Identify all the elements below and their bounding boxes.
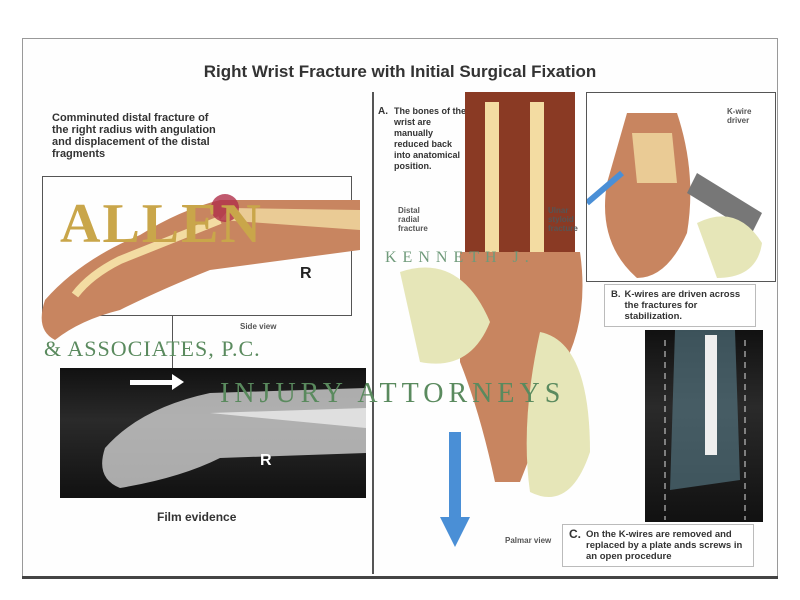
kwire-hand-illustration [585, 113, 762, 278]
step-b-callout: B. K-wires are driven across the fractur… [604, 284, 756, 327]
film-label: Film evidence [157, 510, 237, 524]
panel-divider [372, 92, 374, 574]
page-title: Right Wrist Fracture with Initial Surgic… [203, 62, 597, 81]
step-b-text: K-wires are driven across the fractures … [624, 289, 741, 322]
arrow-icon [130, 380, 174, 385]
watermark-name: KENNETH J. [385, 249, 535, 266]
step-c-callout: C. On the K-wires are removed and replac… [562, 524, 754, 567]
step-a-letter: A. [378, 106, 388, 117]
step-a-text: The bones of the wrist are manually redu… [394, 106, 466, 171]
kwire-inset: K-wire driver [585, 92, 776, 282]
ulnar-styloid-label: Ulnar styloid fracture [548, 206, 578, 233]
watermark-brand: ALLEN [60, 193, 263, 255]
step-c-letter: C. [569, 527, 581, 541]
xray-marker: R [260, 452, 272, 469]
side-view-label: Side view [240, 322, 277, 331]
side-marker: R [300, 265, 312, 282]
watermark-associates: & ASSOCIATES, P.C. [44, 336, 261, 361]
bottom-border [22, 576, 778, 579]
watermark-tagline: INJURY ATTORNEYS [220, 378, 566, 409]
arm-side-view-illustration [41, 194, 361, 340]
plate-screws-xray-image [664, 330, 746, 520]
palmar-hand-illustration [400, 92, 590, 547]
distal-radial-label: Distal radial fracture [398, 206, 428, 233]
palmar-view-label: Palmar view [505, 536, 552, 545]
kwire-driver-label: K-wire driver [727, 107, 752, 125]
postop-xray [645, 330, 763, 522]
step-b-letter: B. [611, 289, 621, 300]
arrow-head-icon [172, 374, 184, 390]
leader-line [172, 316, 173, 368]
xray-film: R [60, 368, 366, 498]
xray-wrist-image [102, 388, 366, 488]
step-c-text: On the K-wires are removed and replaced … [586, 529, 743, 562]
fracture-label: Comminuted distal fracture of the right … [52, 112, 216, 160]
